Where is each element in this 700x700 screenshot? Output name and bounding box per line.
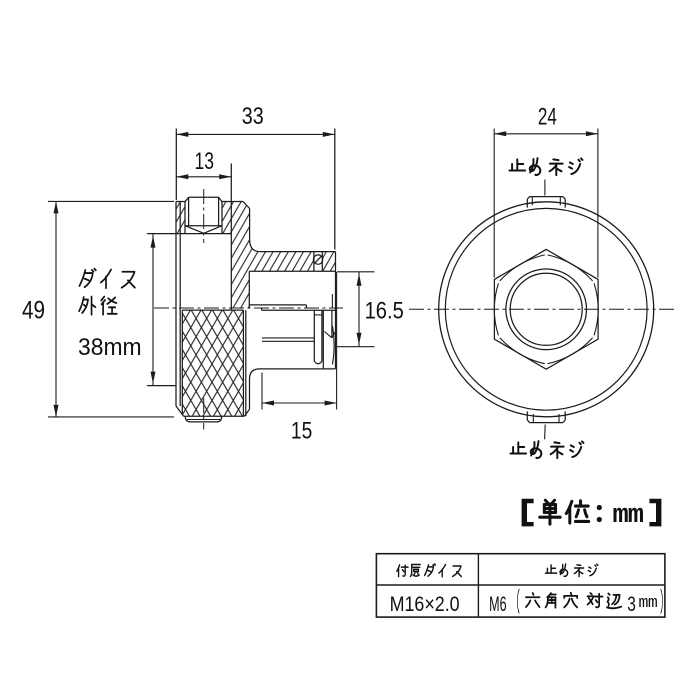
svg-text:3: 3	[627, 593, 636, 616]
svg-text:mm: mm	[613, 501, 644, 531]
svg-text:mm: mm	[639, 593, 658, 612]
svg-text:33: 33	[242, 103, 264, 130]
svg-text:13: 13	[195, 148, 215, 175]
svg-text:16.5: 16.5	[365, 297, 404, 324]
svg-text:15: 15	[291, 417, 312, 444]
svg-text:38mm: 38mm	[78, 334, 142, 361]
svg-text:M6: M6	[489, 593, 507, 616]
svg-text:24: 24	[538, 103, 557, 130]
svg-text:M16×2.0: M16×2.0	[390, 593, 460, 616]
svg-text:49: 49	[22, 297, 45, 325]
